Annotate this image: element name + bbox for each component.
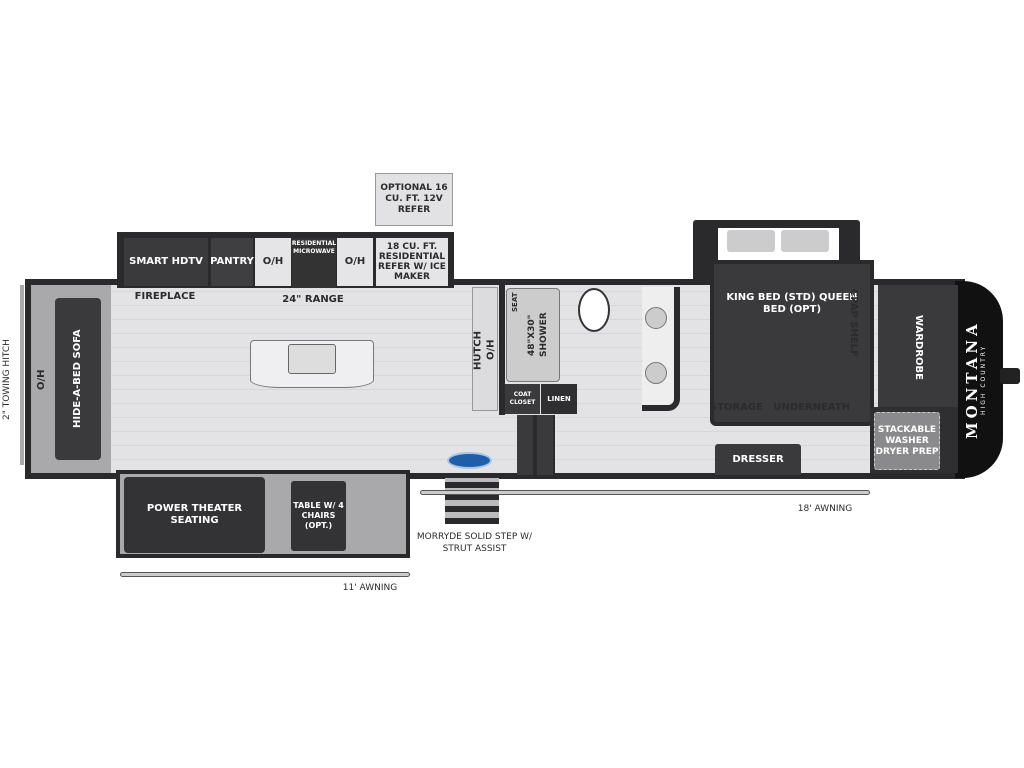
- shower-label: 48"X30" SHOWER: [527, 312, 549, 358]
- awning-18: [420, 490, 870, 495]
- sink-icon: [645, 307, 667, 329]
- entry-hall-wall: [517, 415, 555, 475]
- optional-refer: OPTIONAL 16 CU. FT. 12V REFER: [375, 173, 453, 226]
- logo-text: MONTANA: [963, 320, 981, 440]
- wardrobe: WARDROBE: [878, 285, 958, 410]
- step-above-badge: [447, 452, 492, 469]
- hutch-oh-label: O/H: [485, 339, 497, 361]
- morryde-step-label: MORRYDE SOLID STEP W/ STRUT ASSIST: [416, 532, 533, 554]
- storage-underneath: STORAGE UNDERNEATH: [709, 402, 851, 413]
- oh-cabinet-right: O/H: [337, 238, 373, 286]
- brand-logo: MONTANA HIGH COUNTRY: [958, 300, 998, 460]
- dinette-table: TABLE W/ 4 CHAIRS (OPT.): [291, 481, 346, 551]
- dresser: DRESSER: [715, 444, 801, 475]
- pillow-icon: [781, 230, 829, 252]
- shower: [506, 288, 560, 382]
- awning-11-label: 11' AWNING: [342, 583, 398, 593]
- hutch-label: HUTCH: [472, 330, 484, 370]
- hide-a-bed-sofa: HIDE-A-BED SOFA: [55, 298, 101, 460]
- awning-18-label: 18' AWNING: [797, 504, 853, 514]
- kingpin: [1000, 368, 1020, 384]
- coat-closet: COAT CLOSET: [505, 384, 540, 414]
- entry-step: [445, 478, 499, 524]
- shower-seat-label: SEAT: [511, 292, 519, 312]
- pillow-icon: [727, 230, 775, 252]
- pantry: PANTRY: [210, 238, 254, 286]
- towing-hitch-label: 2" TOWING HITCH: [2, 339, 12, 421]
- logo-subtext: HIGH COUNTRY: [980, 344, 987, 416]
- residential-refer: 18 CU. FT. RESIDENTIAL REFER W/ ICE MAKE…: [376, 238, 448, 286]
- smart-hdtv: SMART HDTV: [124, 238, 208, 286]
- sink-icon: [645, 362, 667, 384]
- toilet-icon: [578, 288, 610, 332]
- oh-cabinet-left: O/H: [255, 238, 291, 286]
- vanity: [642, 287, 680, 411]
- front-cap: [955, 281, 1003, 478]
- bath-wall: [499, 285, 505, 415]
- fireplace-label: FIREPLACE: [134, 291, 196, 302]
- awning-11: [120, 572, 410, 577]
- bed: KING BED (STD) QUEEN BED (OPT): [710, 260, 874, 426]
- linen-closet: LINEN: [541, 384, 577, 414]
- sink-icon: [288, 344, 336, 374]
- stackable-washer-dryer-prep: STACKABLE WASHER DRYER PREP: [874, 412, 940, 470]
- hutch: [472, 287, 498, 411]
- residential-microwave: RESIDENTIAL MICROWAVE: [292, 238, 336, 288]
- rear-bumper: [20, 285, 24, 465]
- power-theater-seating: POWER THEATER SEATING: [124, 477, 265, 553]
- oh-front-label: O/H: [36, 369, 47, 391]
- range-label: 24" RANGE: [282, 294, 344, 305]
- cpap-shelf: CPAP SHELF: [848, 289, 859, 357]
